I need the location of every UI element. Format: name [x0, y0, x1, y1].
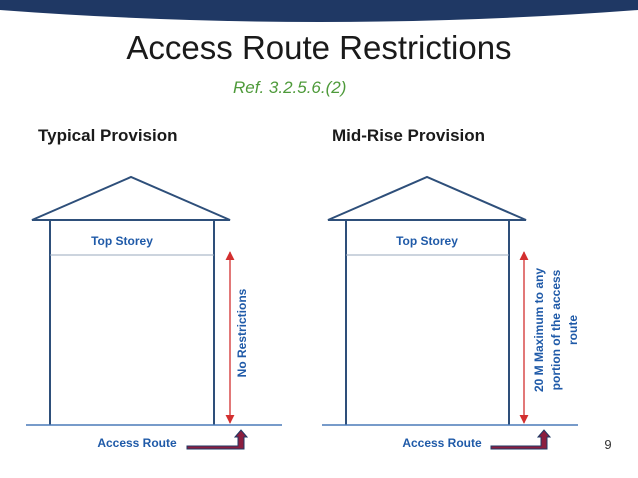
slide-title: Access Route Restrictions: [126, 29, 512, 66]
left-height-label: No Restrictions: [235, 288, 249, 377]
reference-code: Ref. 3.2.5.6.(2): [233, 78, 347, 97]
right-height-label-line-1: 20 M Maximum to any: [532, 268, 546, 392]
right-top-storey-label: Top Storey: [396, 234, 458, 248]
left-access-route-label: Access Route: [97, 436, 177, 450]
right-access-arrow: [490, 429, 552, 450]
page-number: 9: [604, 437, 612, 452]
right-height-label-line-2: portion of the access: [549, 269, 563, 390]
top-header-band: [0, 0, 638, 22]
right-roof: [327, 175, 527, 221]
right-building: Top Storey 20 M Maximum to any portion o…: [322, 175, 580, 450]
left-heading: Typical Provision: [38, 126, 178, 145]
right-access-route-label: Access Route: [402, 436, 482, 450]
left-top-storey-label: Top Storey: [91, 234, 153, 248]
right-heading: Mid-Rise Provision: [332, 126, 486, 145]
left-roof: [31, 175, 231, 221]
left-access-arrow: [186, 429, 249, 450]
right-height-label-line-3: route: [566, 315, 580, 345]
left-building: Top Storey No Restrictions Access Route: [26, 175, 282, 450]
